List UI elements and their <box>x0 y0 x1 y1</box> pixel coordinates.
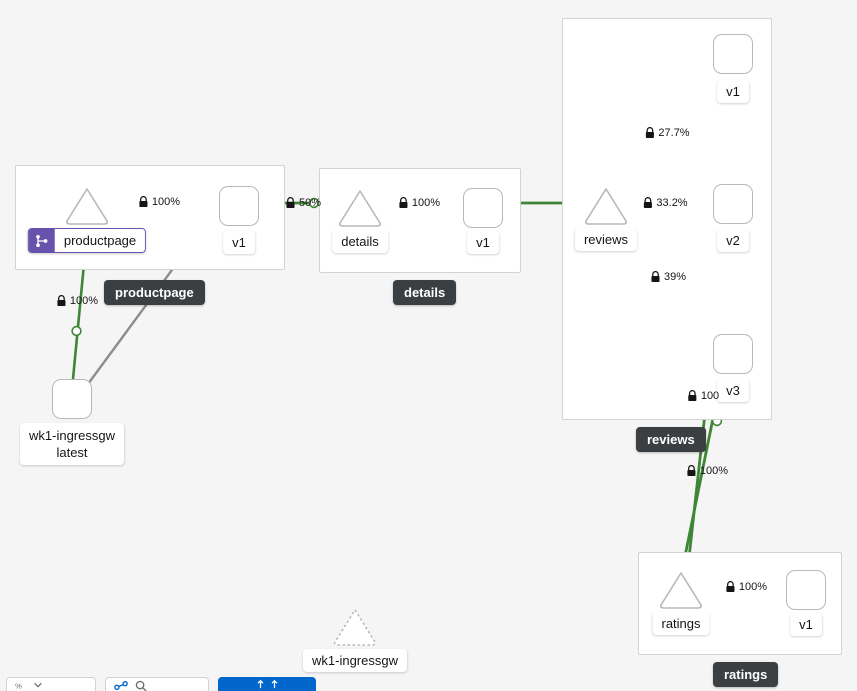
node-label-line2: latest <box>56 445 88 460</box>
group-badge-reviews[interactable]: reviews <box>636 427 706 452</box>
edge-label-reviews-v3-to-ratings: 100% <box>686 465 728 477</box>
arrow-up-icon-2 <box>271 679 277 689</box>
node-productpage-v1[interactable]: v1 <box>219 186 259 254</box>
edge-traffic-percent: 100% <box>151 196 181 208</box>
node-reviews-v3[interactable]: v3 <box>713 334 753 402</box>
node-label-ingressgw-workload: wk1-ingressgw latest <box>20 423 124 465</box>
arrow-up-icon <box>257 679 263 689</box>
lock-icon <box>399 197 408 209</box>
node-reviews-v1[interactable]: v1 <box>713 34 753 103</box>
edge-label-reviews-v2-to-ratings: 100 <box>687 390 719 402</box>
edge-traffic-percent: 100 <box>700 390 720 402</box>
topology-icon <box>114 680 128 690</box>
search-icon <box>135 680 147 691</box>
zoom-controls-group[interactable]: % <box>6 677 96 691</box>
node-label-ingressgw-app: wk1-ingressgw <box>303 649 407 672</box>
edge-traffic-percent: 33.2% <box>656 197 688 209</box>
edge-traffic-percent: 100% <box>738 581 768 593</box>
group-badge-ratings[interactable]: ratings <box>713 662 779 687</box>
triangle-icon <box>339 190 381 227</box>
triangle-dashed-icon <box>334 609 376 646</box>
node-label-productpage-app[interactable]: productpage <box>27 228 147 253</box>
node-label-reviews-app: reviews <box>574 228 638 251</box>
edge-label-details-to-v1: 100% <box>398 197 440 209</box>
node-label-reviews-v1: v1 <box>717 80 749 103</box>
lock-icon <box>651 271 660 283</box>
group-badge-productpage[interactable]: productpage <box>104 280 205 305</box>
edge-label-productpage-v1-to-details: 50% <box>285 197 321 209</box>
edge-traffic-percent: 50% <box>298 197 322 209</box>
edge-label-ratings-to-v1: 100% <box>725 581 767 593</box>
edge-traffic-percent: 39% <box>663 271 687 283</box>
lock-icon <box>286 197 295 209</box>
workload-shape <box>713 34 753 74</box>
node-label-details-v1: v1 <box>467 231 499 254</box>
svg-text:%: % <box>15 681 22 690</box>
node-label-reviews-v3: v3 <box>717 379 749 402</box>
lock-icon <box>645 127 654 139</box>
triangle-icon <box>660 572 702 609</box>
node-ingressgw-workload[interactable]: wk1-ingressgw latest <box>20 379 124 465</box>
chevron-down-icon <box>34 682 42 688</box>
node-label-productpage-v1: v1 <box>223 231 255 254</box>
node-label-line1: wk1-ingressgw <box>29 428 115 443</box>
node-reviews-app[interactable]: reviews <box>574 186 638 251</box>
node-label-ratings-v1: v1 <box>790 613 822 636</box>
edge-traffic-percent: 27.7% <box>658 127 690 139</box>
node-reviews-v2[interactable]: v2 <box>713 184 753 252</box>
workload-shape <box>463 188 503 228</box>
lock-icon <box>643 197 652 209</box>
lock-icon <box>726 581 735 593</box>
lock-icon <box>688 390 697 402</box>
workload-shape <box>713 334 753 374</box>
node-label-text: productpage <box>54 229 146 252</box>
edge-label-ingressgw-to-productpage: 100% <box>56 295 98 307</box>
zoom-percent-icon: % <box>15 681 22 690</box>
node-label-ratings-app: ratings <box>652 612 710 635</box>
lock-icon <box>139 196 148 208</box>
edge-traffic-percent: 100% <box>699 465 729 477</box>
node-details-v1[interactable]: v1 <box>463 188 503 254</box>
edge-label-productpage-to-v1: 100% <box>138 196 180 208</box>
workflow-glyph <box>36 234 48 247</box>
triangle-icon <box>66 188 108 225</box>
node-ratings-app[interactable]: ratings <box>652 570 710 635</box>
node-details-app[interactable]: details <box>332 188 388 253</box>
workload-shape <box>219 186 259 226</box>
graph-tools-group[interactable] <box>105 677 209 691</box>
lock-icon <box>57 295 66 307</box>
group-badge-details[interactable]: details <box>393 280 457 305</box>
node-label-details-app: details <box>332 230 388 253</box>
triangle-icon <box>585 188 627 225</box>
workflow-icon <box>28 229 55 252</box>
edge-label-reviews-to-v2: 33.2% <box>642 197 688 209</box>
edge-traffic-percent: 100% <box>411 197 441 209</box>
edge-traffic-percent: 100% <box>69 295 99 307</box>
node-productpage-app[interactable] <box>64 186 110 226</box>
workload-shape <box>52 379 92 419</box>
node-label-reviews-v2: v2 <box>717 229 749 252</box>
node-ratings-v1[interactable]: v1 <box>786 570 826 636</box>
workload-shape <box>713 184 753 224</box>
primary-action-button[interactable] <box>218 677 316 691</box>
workload-shape <box>786 570 826 610</box>
node-ingressgw-app[interactable]: wk1-ingressgw <box>303 607 407 672</box>
lock-icon <box>687 465 696 477</box>
bottom-toolbar[interactable]: % <box>0 677 316 691</box>
edge-label-reviews-to-v1: 27.7% <box>644 127 690 139</box>
edge-label-reviews-to-v3: 39% <box>650 271 686 283</box>
